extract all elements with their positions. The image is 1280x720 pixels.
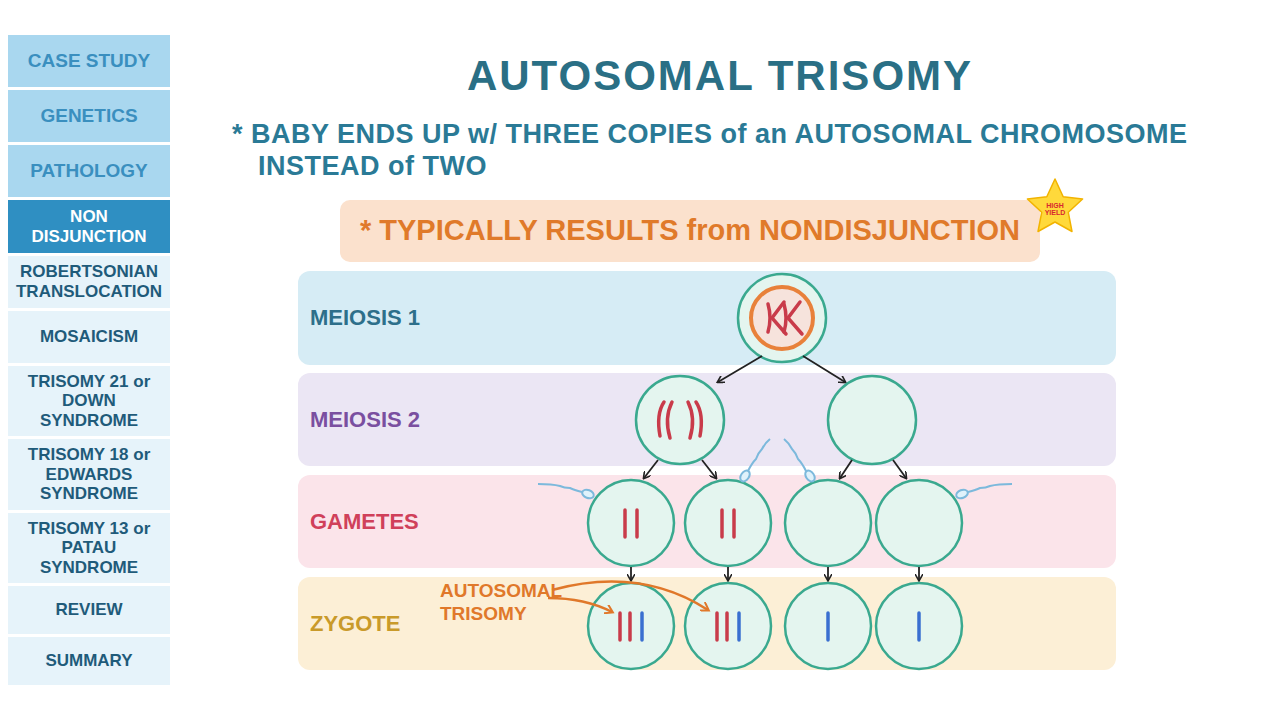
stage-band: GAMETES <box>298 475 1116 568</box>
stage-band: MEIOSIS 1 <box>298 271 1116 365</box>
nav-tab-active: NON DISJUNCTION <box>8 200 170 253</box>
node-text: PATHOLOGY <box>30 160 148 182</box>
nav-tab: REVIEW <box>8 586 170 634</box>
node-text: ROBERTSONIAN TRANSLOCATION <box>14 262 164 301</box>
nav-tab: GENETICS <box>8 90 170 142</box>
stage-band: MEIOSIS 2 <box>298 373 1116 466</box>
nav-tab: PATHOLOGY <box>8 145 170 197</box>
stage-label: GAMETES <box>310 509 419 534</box>
node-text: MOSAICISM <box>40 327 138 347</box>
nav-tab: SUMMARY <box>8 637 170 685</box>
node-text: TRISOMY 18 or EDWARDS SYNDROME <box>14 445 164 504</box>
nav-tab: TRISOMY 18 or EDWARDS SYNDROME <box>8 439 170 510</box>
high-yield-star: HIGH YIELD <box>1024 176 1086 236</box>
node-text: NON DISJUNCTION <box>14 207 164 246</box>
title-wrap: AUTOSOMAL TRISOMY <box>230 52 1210 100</box>
diagram-title: AUTOSOMAL TRISOMY <box>230 52 1210 100</box>
badge-text: HIGH YIELD <box>1038 202 1072 216</box>
node-text: SUMMARY <box>45 651 132 671</box>
node-text: TRISOMY 21 or DOWN SYNDROME <box>14 372 164 431</box>
node-text: * TYPICALLY RESULTS from NONDISJUNCTION <box>360 214 1020 247</box>
stage-band: ZYGOTE <box>298 577 1116 670</box>
nav-tab: CASE STUDY <box>8 35 170 87</box>
star-outline <box>1027 179 1082 232</box>
node-text: GENETICS <box>40 105 137 127</box>
bullet-note: * BABY ENDS UP w/ THREE COPIES of an AUT… <box>232 118 1222 183</box>
key-point-box: * TYPICALLY RESULTS from NONDISJUNCTION <box>340 200 1040 262</box>
nav-tab: TRISOMY 13 or PATAU SYNDROME <box>8 513 170 583</box>
callout-label: AUTOSOMAL TRISOMY <box>440 580 580 626</box>
node-text: CASE STUDY <box>28 50 150 72</box>
node-text: TRISOMY 13 or PATAU SYNDROME <box>14 519 164 578</box>
stage-label: MEIOSIS 1 <box>310 305 420 330</box>
bullet-note-wrap: * BABY ENDS UP w/ THREE COPIES of an AUT… <box>232 118 1222 183</box>
stage-label: MEIOSIS 2 <box>310 407 420 432</box>
node-text: REVIEW <box>55 600 122 620</box>
nav-tab: TRISOMY 21 or DOWN SYNDROME <box>8 366 170 436</box>
nav-tab: ROBERTSONIAN TRANSLOCATION <box>8 256 170 308</box>
nav-tab: MOSAICISM <box>8 311 170 363</box>
stage-label: ZYGOTE <box>310 611 400 636</box>
callout-label-wrap: AUTOSOMAL TRISOMY <box>440 580 580 626</box>
